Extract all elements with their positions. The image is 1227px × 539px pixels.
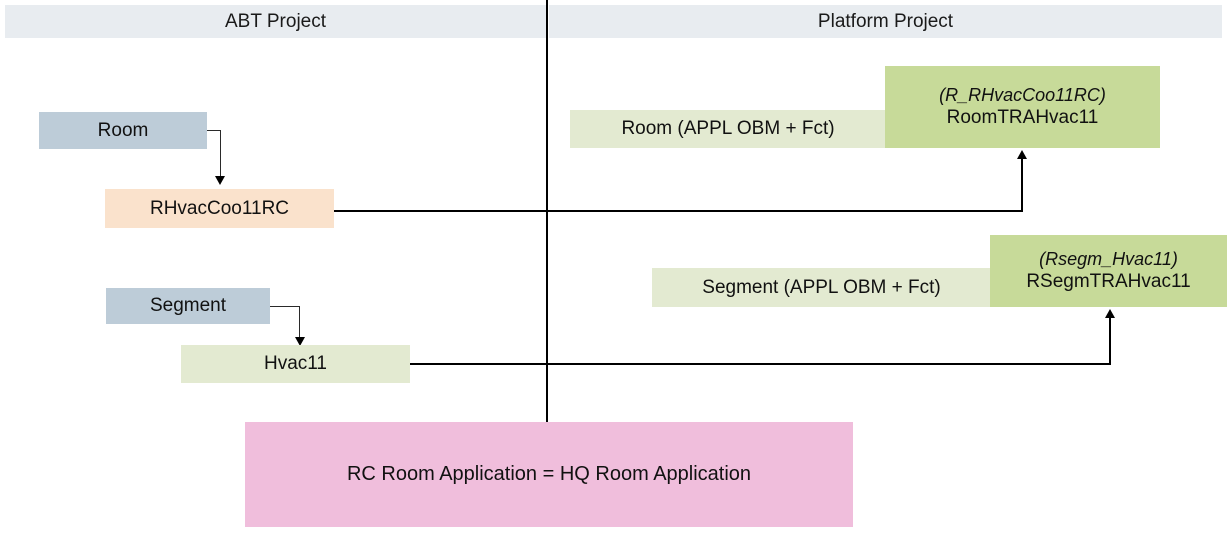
node-segment-appl-label: Segment (APPL OBM + Fct) <box>702 276 941 298</box>
node-room-tra-main: RoomTRAHvac11 <box>946 107 1099 129</box>
arrow-segment-to-hvac11 <box>295 337 305 346</box>
node-segment-tra-alias: (Rsegm_Hvac11) <box>1039 248 1178 269</box>
node-room-tra-alias: (R_RHvacCoo11RC) <box>939 84 1106 105</box>
node-note-rc-hq[interactable]: RC Room Application = HQ Room Applicatio… <box>245 422 853 527</box>
node-room-appl-label: Room (APPL OBM + Fct) <box>621 118 835 140</box>
node-segment-appl[interactable]: Segment (APPL OBM + Fct) <box>652 268 991 307</box>
connector-rhvac-horizontal <box>334 210 1023 212</box>
node-rhvaccoo11rc[interactable]: RHvacCoo11RC <box>105 189 334 228</box>
header-band-platform <box>549 5 1222 38</box>
node-segment-tra-main: RSegmTRAHvac11 <box>1026 271 1191 293</box>
node-room[interactable]: Room <box>39 112 207 149</box>
node-room-label: Room <box>97 119 149 141</box>
node-room-appl[interactable]: Room (APPL OBM + Fct) <box>570 110 886 148</box>
node-note-label: RC Room Application = HQ Room Applicatio… <box>346 463 752 485</box>
connector-segment-vertical <box>299 306 300 338</box>
node-segment-tra[interactable]: (Rsegm_Hvac11) RSegmTRAHvac11 <box>990 235 1227 307</box>
column-header-platform: Platform Project <box>817 11 954 32</box>
connector-room-vertical <box>220 130 221 177</box>
node-segment-label: Segment <box>149 295 227 317</box>
column-header-abt: ABT Project <box>224 11 327 32</box>
connector-rhvac-vertical <box>1021 159 1023 211</box>
node-rhvaccoo11rc-label: RHvacCoo11RC <box>149 197 290 219</box>
header-band-abt <box>5 5 546 38</box>
connector-segment-horizontal <box>270 306 300 307</box>
arrow-room-to-rhvac <box>215 176 225 185</box>
node-hvac11[interactable]: Hvac11 <box>181 345 410 383</box>
connector-hvac11-horizontal <box>410 363 1111 365</box>
arrow-hvac11-to-segmenttra <box>1105 309 1115 318</box>
connector-hvac11-vertical <box>1109 318 1111 364</box>
node-segment[interactable]: Segment <box>106 288 270 324</box>
arrow-rhvac-to-roomtra <box>1017 150 1027 159</box>
node-hvac11-label: Hvac11 <box>263 353 327 375</box>
connector-room-horizontal <box>207 130 221 131</box>
node-room-tra[interactable]: (R_RHvacCoo11RC) RoomTRAHvac11 <box>885 66 1160 148</box>
